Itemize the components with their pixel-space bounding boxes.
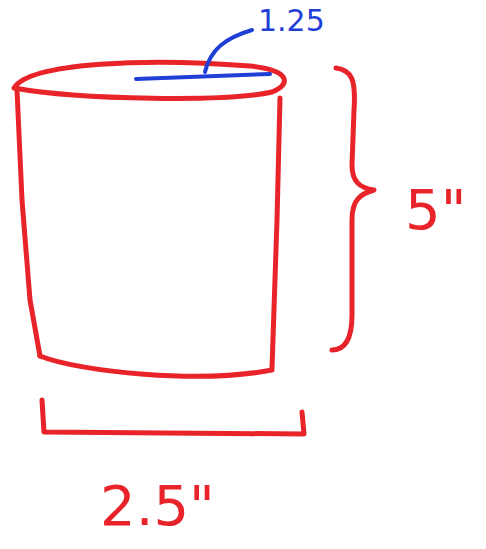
cylinder-bottom [40,356,272,376]
width-dimension: 2.5" [100,478,215,534]
cylinder-top [14,62,284,98]
leader-line [205,30,252,72]
cylinder-side [17,90,40,356]
width-bracket [42,400,304,434]
height-brace [332,68,374,350]
cylinder-side [272,98,280,368]
radius-line [136,74,270,79]
radius-dimension: 1.25 [258,6,325,36]
height-dimension: 5" [405,182,466,238]
